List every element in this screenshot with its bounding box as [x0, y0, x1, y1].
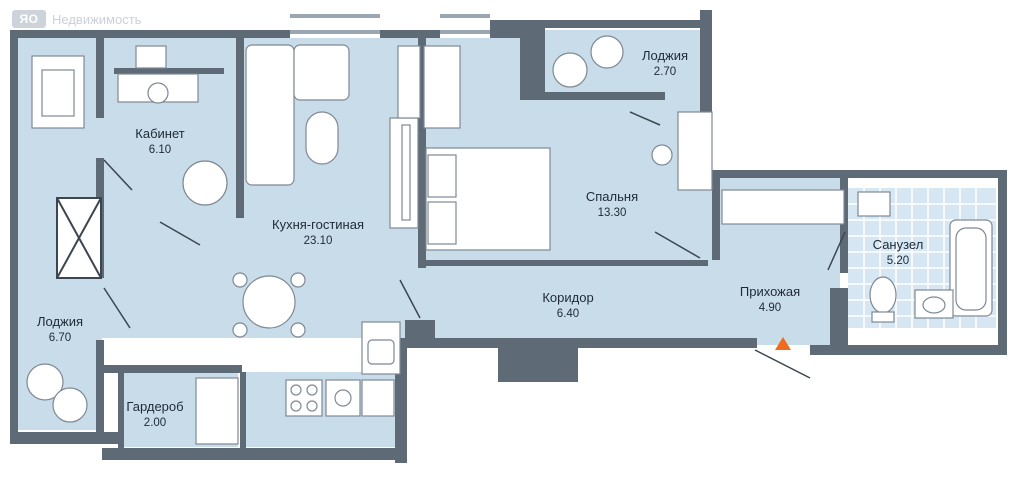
room-label-bathroom: Санузел 5.20 [873, 236, 924, 269]
room-area: 2.70 [653, 65, 677, 78]
room-label-loggia-left: Лоджия 6.70 [37, 313, 83, 346]
room-area: 23.10 [303, 234, 333, 247]
room-label-corridor: Коридор 6.40 [542, 289, 593, 322]
armchair [182, 160, 228, 206]
room-name: Лоджия [641, 48, 689, 63]
room-label-bedroom: Спальня 13.30 [586, 188, 638, 221]
room-area: 4.90 [758, 301, 782, 314]
room-area: 2.00 [143, 416, 167, 429]
room-label-cabinet: Кабинет 6.10 [135, 125, 184, 158]
room-name: Гардероб [126, 399, 184, 414]
bedroom-wardrobe [397, 45, 421, 119]
floor-corridor-south [405, 300, 755, 345]
room-name: Спальня [585, 189, 639, 204]
brand-name: Недвижимость [52, 11, 142, 27]
brand-watermark: ЯО Недвижимость [12, 9, 141, 29]
coffee-table [305, 111, 339, 165]
room-area: 6.70 [48, 331, 72, 344]
elevator-shaft [56, 197, 102, 279]
toilet [869, 276, 897, 314]
brand-logo: ЯО [12, 10, 46, 28]
stove [285, 379, 323, 417]
wardrobe-shelves [195, 377, 239, 445]
room-label-hallway: Прихожая 4.90 [740, 283, 800, 316]
loggia-left-chair [26, 363, 64, 401]
loggia-top-chair [552, 52, 588, 88]
door-swings [103, 111, 846, 379]
room-name: Прихожая [739, 284, 801, 299]
bedroom-desk [677, 111, 713, 191]
room-area: 5.20 [886, 254, 910, 267]
room-name: Кухня-гостиная [272, 217, 364, 232]
sofa [245, 44, 295, 186]
room-area: 13.30 [597, 206, 627, 219]
hallway-wardrobe [721, 189, 845, 225]
room-name: Санузел [872, 237, 924, 252]
room-label-loggia-top: Лоджия 2.70 [642, 47, 688, 80]
entrance-marker [775, 337, 791, 350]
room-name: Лоджия [36, 314, 84, 329]
dining-table [242, 275, 296, 329]
washing-machine [857, 191, 891, 217]
room-name: Коридор [542, 290, 594, 305]
room-label-wardrobe: Гардероб 2.00 [126, 398, 183, 431]
room-label-kitchen-living: Кухня-гостиная 23.10 [272, 216, 364, 249]
room-area: 6.10 [148, 143, 172, 156]
furniture [26, 35, 993, 445]
room-area: 6.40 [556, 307, 580, 320]
room-name: Кабинет [135, 126, 185, 141]
